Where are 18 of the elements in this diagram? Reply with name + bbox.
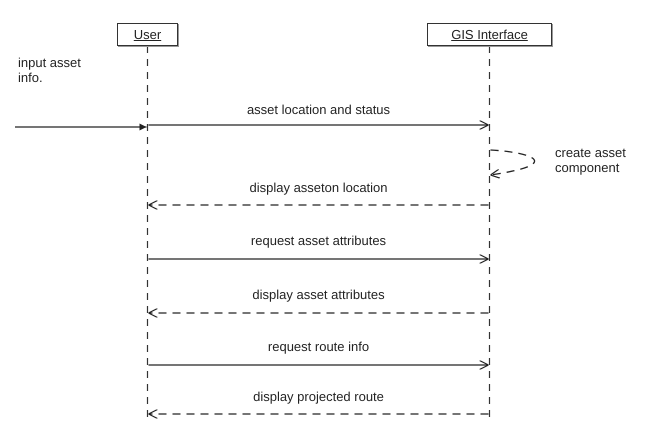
arrow	[148, 200, 488, 210]
message-label: create asset component	[554, 145, 627, 175]
message-label: asset location and status	[244, 102, 392, 117]
arrow	[148, 308, 488, 318]
message-label: display projected route	[251, 389, 386, 404]
message-label: input asset info.	[17, 55, 82, 85]
arrow	[148, 360, 490, 370]
message-label: request asset attributes	[248, 233, 388, 248]
arrow	[148, 408, 488, 420]
message-label: request route info	[266, 339, 372, 354]
message-label: display asseton location	[247, 180, 390, 195]
message-label: display asset attributes	[250, 287, 387, 302]
participant-box: GIS Interface	[427, 23, 552, 46]
arrow	[490, 149, 535, 179]
arrow	[148, 120, 490, 130]
arrow	[15, 124, 146, 130]
participant-box: User	[117, 23, 178, 46]
arrow	[148, 254, 490, 264]
